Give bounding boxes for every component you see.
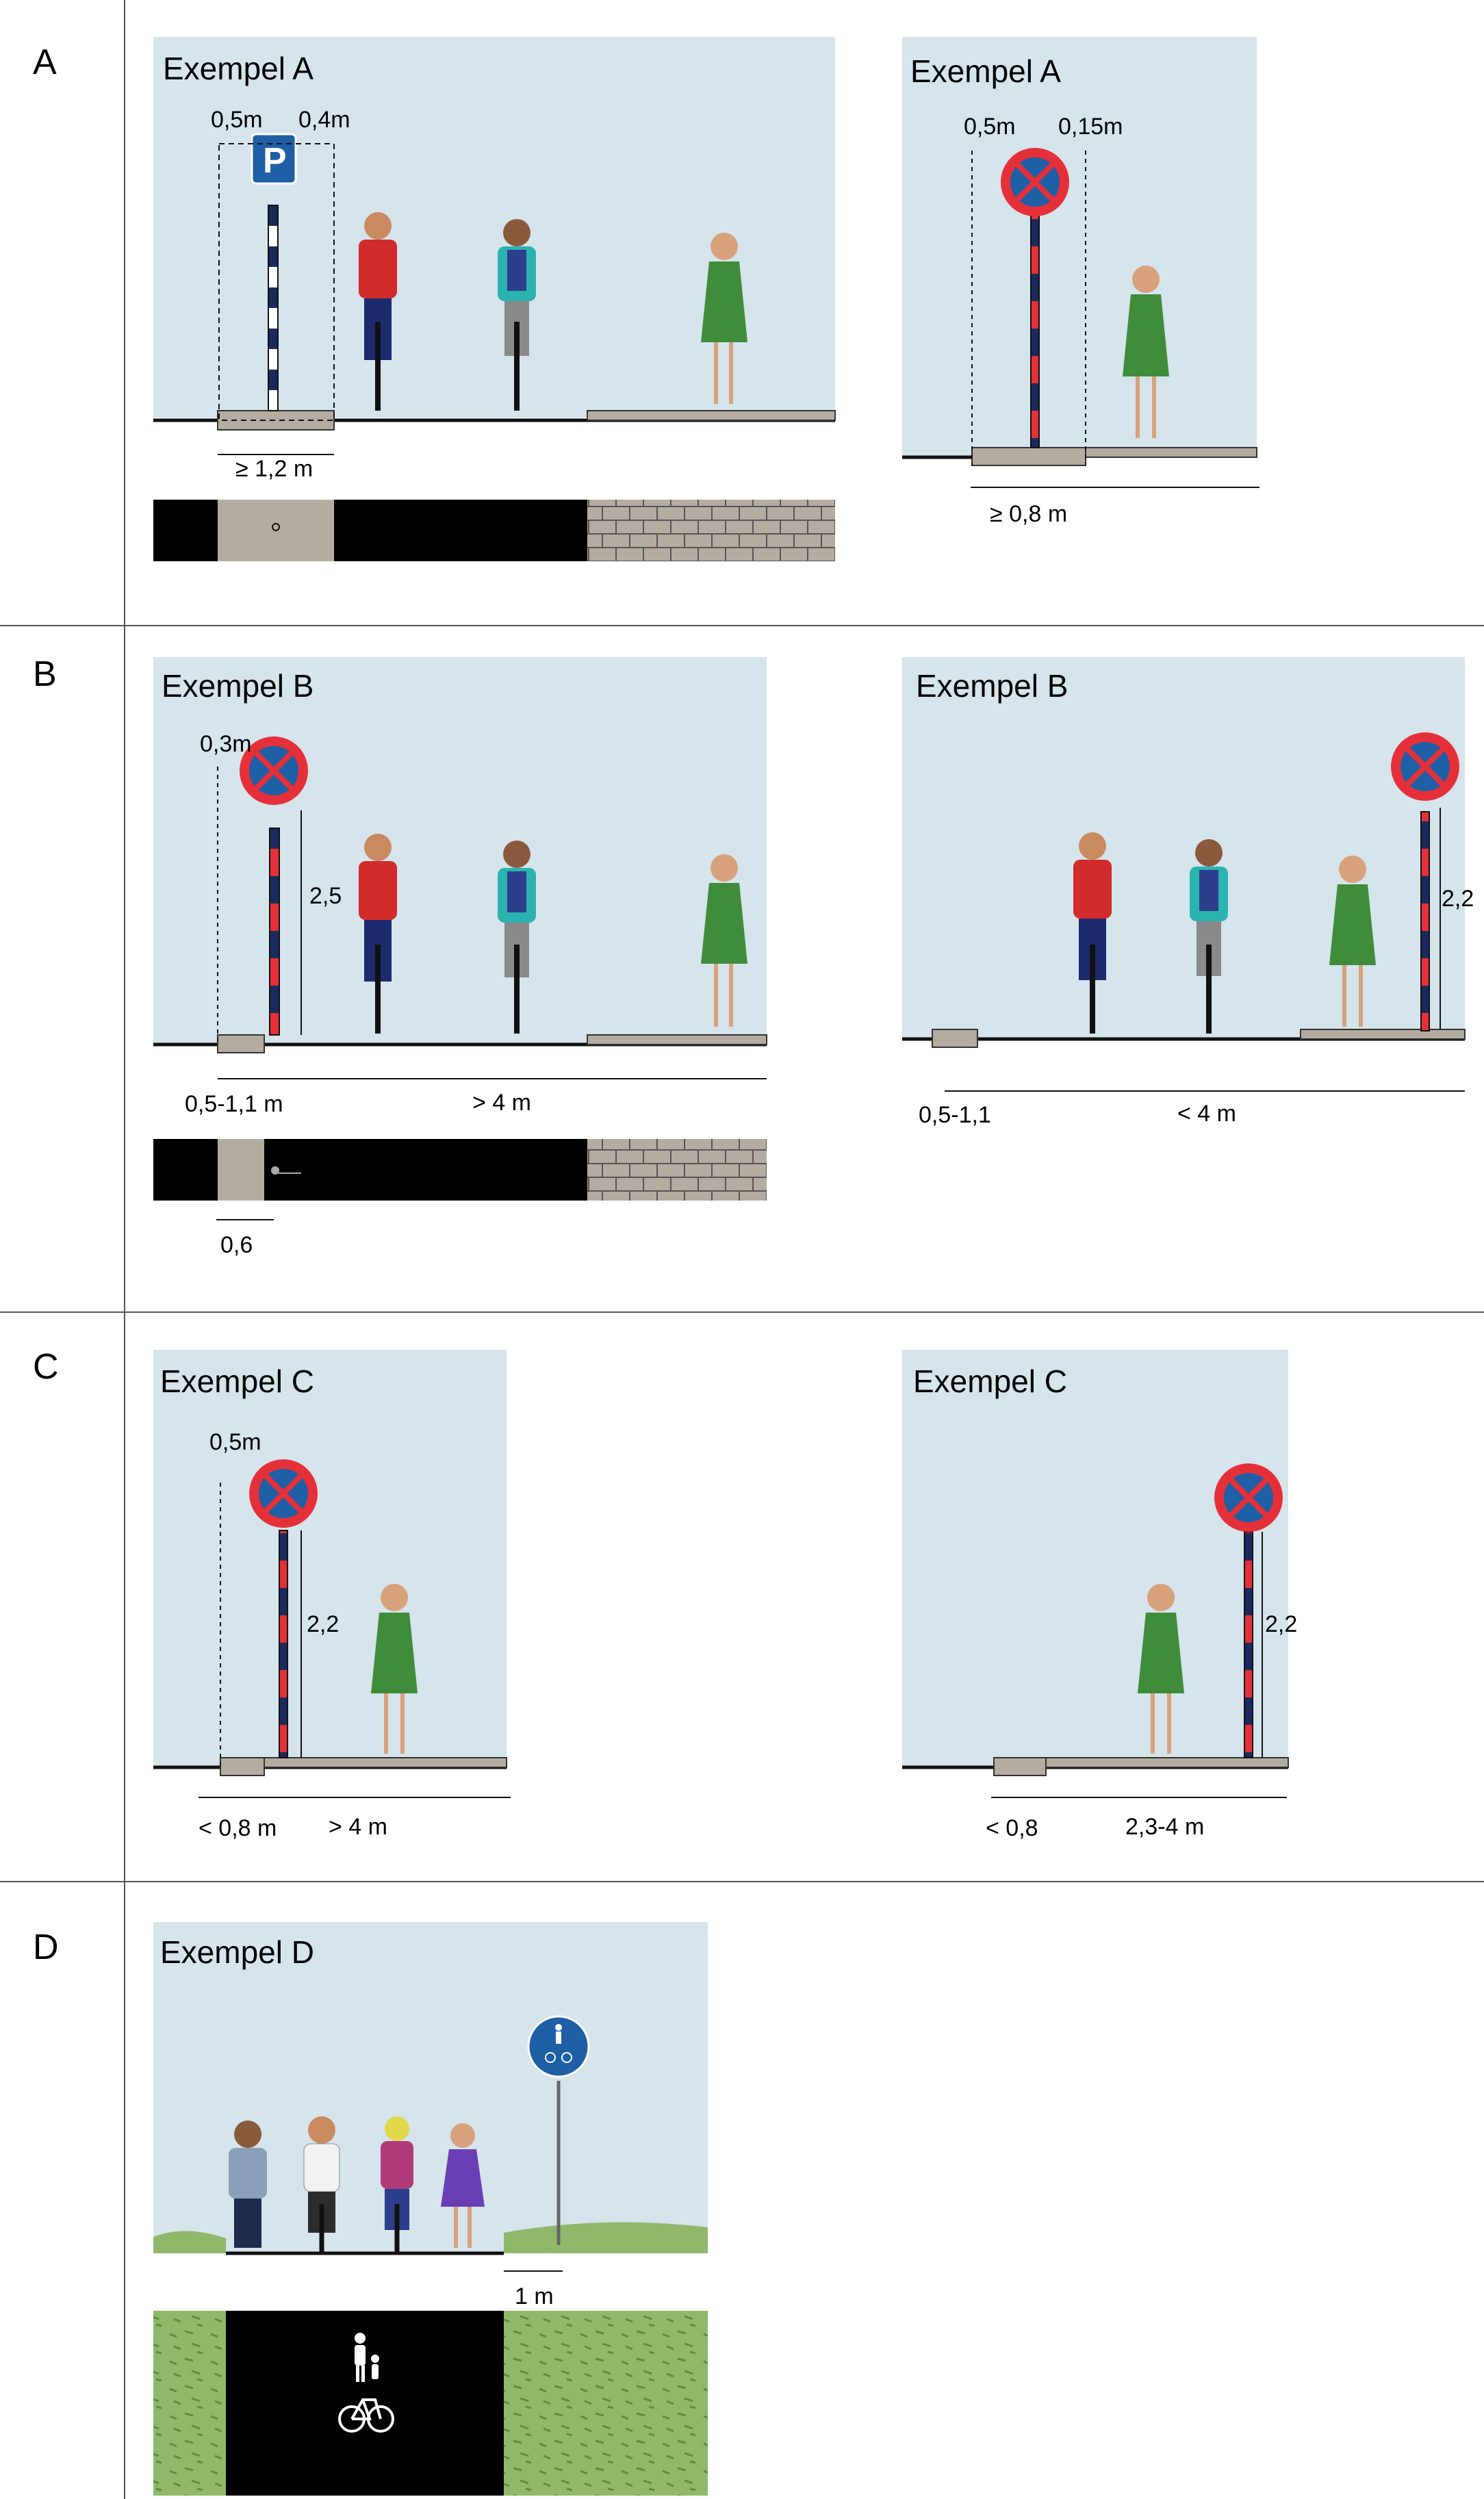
panel-c1-title: Exempel C — [160, 1363, 314, 1399]
panel-d-plan-grass-left — [153, 2311, 226, 2496]
panel-d-distance: 1 m — [515, 2283, 554, 2309]
panel-a1-right-clear: 0,4m — [298, 107, 350, 133]
panel-b1-post: 0,6 — [220, 1232, 253, 1258]
panel-a1-sidewalk — [587, 410, 836, 421]
no-stopping-sign-icon — [1001, 148, 1069, 216]
panel-a2: Exempel A 0,5m 0,15m ≥ 0,8 m — [902, 37, 1259, 527]
panel-c2-title: Exempel C — [913, 1363, 1067, 1399]
panel-c2: Exempel C 2,2 < 0,8 2,3-4 m — [902, 1350, 1297, 1841]
panel-a1-sky — [153, 37, 835, 418]
shared-path-sign-icon — [527, 2015, 590, 2078]
no-stopping-sign-icon — [1391, 732, 1459, 801]
pedestrian-marking-icon — [355, 2333, 379, 2382]
pedestrian-figure — [701, 233, 747, 404]
panel-c2-road: 2,3-4 m — [1125, 1814, 1204, 1840]
panel-b2-title: Exempel B — [916, 668, 1068, 704]
panel-d: Exempel D 1 m — [153, 1922, 708, 2496]
no-stopping-sign-icon — [1214, 1463, 1283, 1532]
panel-a1-left-clear: 0,5m — [211, 107, 263, 133]
parking-sign-icon — [251, 133, 297, 185]
panel-a2-left-clear: 0,5m — [964, 114, 1016, 140]
panel-a2-width: ≥ 0,8 m — [990, 501, 1067, 527]
panel-b1-width: 0,5-1,1 m — [185, 1091, 283, 1117]
section-letter-a: A — [33, 42, 57, 82]
panel-a1-pole — [268, 205, 279, 411]
cyclist-figure — [1190, 839, 1228, 1034]
panel-a1: Exempel A P 0,5m 0,4m ≥ 1,2 m — [153, 37, 836, 561]
section-letter-c: C — [33, 1347, 59, 1387]
panel-c2-height: 2,2 — [1265, 1611, 1297, 1637]
pedestrian-figure — [1138, 1584, 1184, 1754]
pedestrian-figure — [371, 1584, 418, 1754]
panel-a1-width: ≥ 1,2 m — [235, 456, 313, 482]
pedestrian-figure — [441, 2123, 485, 2248]
section-letter-d: D — [33, 1927, 59, 1967]
pedestrian-figure — [701, 854, 747, 1027]
panel-b2-road: < 4 m — [1177, 1101, 1236, 1127]
panel-c1: Exempel C 0,5m 2,2 < 0,8 m > 4 m — [153, 1350, 511, 1841]
panel-a2-right-clear: 0,15m — [1058, 114, 1123, 140]
panel-b1-height: 2,5 — [309, 883, 342, 909]
panel-b2: Exempel B 2,2 0,5-1,1 < 4 m — [902, 657, 1474, 1128]
panel-c1-width: < 0,8 m — [199, 1815, 277, 1841]
pedestrian-figure — [1329, 856, 1376, 1027]
cyclist-figure — [303, 2116, 340, 2252]
panel-c1-road: > 4 m — [329, 1814, 387, 1840]
panel-b1-title: Exempel B — [162, 668, 314, 704]
cyclist-figure — [498, 841, 536, 1034]
panel-a2-pole — [1030, 212, 1040, 448]
pedestrian-figure — [1123, 266, 1169, 438]
panel-d-title: Exempel D — [160, 1934, 314, 1970]
panel-b2-width: 0,5-1,1 — [919, 1102, 991, 1128]
cyclist-figure — [359, 834, 397, 1034]
panel-c2-width: < 0,8 — [986, 1815, 1038, 1841]
panel-a1-title: Exempel A — [163, 51, 314, 86]
panel-b1-road: > 4 m — [472, 1090, 531, 1116]
pedestrian-figure — [229, 2120, 267, 2248]
parking-sign-letter: P — [263, 141, 287, 181]
panel-b1-offset: 0,3m — [200, 731, 252, 757]
panel-d-plan-grass-right — [504, 2311, 708, 2496]
cyclist-figure — [1073, 832, 1112, 1034]
panel-b2-height: 2,2 — [1442, 886, 1474, 912]
cyclist-figure — [498, 219, 536, 411]
cyclist-figure — [381, 2116, 413, 2252]
cyclist-figure — [359, 212, 397, 411]
no-stopping-sign-icon — [249, 1459, 318, 1528]
panel-c1-height: 2,2 — [307, 1611, 339, 1637]
panel-b1: Exempel B 0,3m 2,5 0,5-1,1 m > 4 m — [153, 657, 767, 1258]
bicycle-marking-icon — [338, 2398, 394, 2433]
section-letter-b: B — [33, 654, 57, 694]
panel-a2-title: Exempel A — [910, 53, 1061, 89]
panel-c1-offset: 0,5m — [209, 1429, 261, 1455]
panel-a1-curb — [217, 410, 335, 431]
no-stopping-sign-icon — [240, 736, 308, 805]
